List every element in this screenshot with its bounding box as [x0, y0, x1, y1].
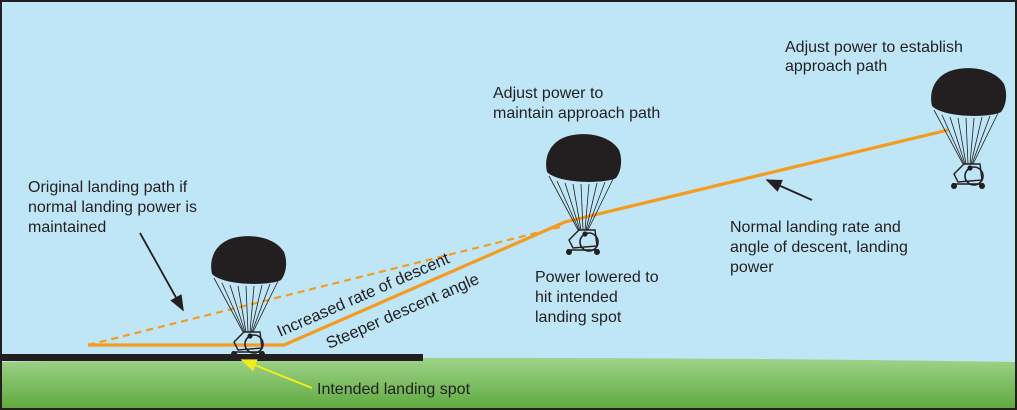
label-line: power — [730, 259, 774, 276]
adjust-power-maintain-label: Adjust power to maintain approach path — [493, 85, 660, 122]
original-path-pointer-arrow — [139, 232, 184, 312]
label-line: Adjust power to — [493, 85, 603, 102]
actual-landing-path — [88, 128, 949, 347]
label-line: Adjust power to establish — [785, 39, 963, 56]
landing-spot-pointer-arrow — [240, 359, 313, 389]
original-path-label: Original landing path if normal landing … — [28, 179, 201, 236]
label-line: angle of descent, landing — [730, 239, 908, 256]
label-line: hit intended — [535, 289, 618, 306]
ground — [0, 357, 1017, 410]
runway — [2, 354, 423, 361]
adjust-power-establish-label: Adjust power to establish approach path — [785, 39, 967, 75]
label-line: approach path — [785, 58, 887, 75]
label-line: normal landing power is — [28, 199, 197, 216]
power-lowered-label: Power lowered to hit intended landing sp… — [535, 269, 663, 326]
label-line: landing spot — [535, 309, 622, 326]
label-line: Normal landing rate and — [730, 219, 901, 236]
label-line: Original landing path if — [28, 179, 188, 196]
label-line: maintained — [28, 219, 106, 236]
label-line: Power lowered to — [535, 269, 659, 286]
intended-spot-label: Intended landing spot — [317, 381, 471, 398]
original-landing-path — [87, 225, 561, 347]
label-line: maintain approach path — [493, 105, 660, 122]
normal-landing-label: Normal landing rate and angle of descent… — [730, 219, 912, 276]
normal-landing-pointer-arrow — [765, 179, 813, 201]
